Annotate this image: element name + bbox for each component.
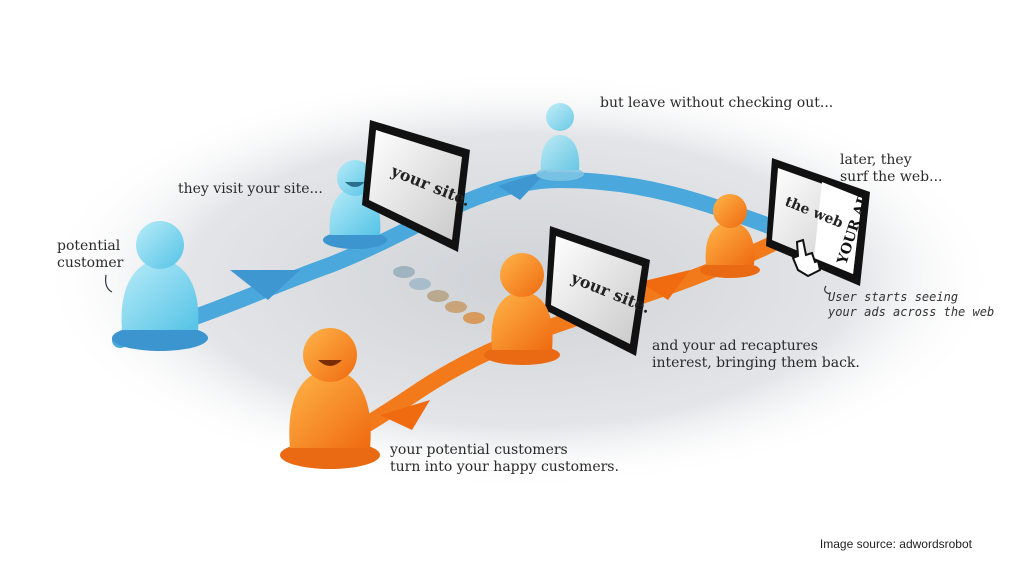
monitor-your-site-1: your site. xyxy=(362,120,473,252)
label-potential-line-1: potential xyxy=(57,238,121,254)
label-potential-line-2: customer xyxy=(57,255,124,271)
label-visit-site: they visit your site... xyxy=(178,181,323,198)
blue-arrow-1 xyxy=(230,270,300,300)
note-arrow xyxy=(824,285,831,295)
image-source-caption: Image source: adwordsrobot xyxy=(819,537,972,551)
returning-customer-figure xyxy=(484,253,560,365)
leaving-customer-figure xyxy=(536,103,584,181)
dotted-transition xyxy=(393,266,485,324)
label-surf: later, they surf the web... xyxy=(840,152,942,186)
label-leave-text: but leave without checking out... xyxy=(600,95,834,111)
label-potential-customer: potential customer xyxy=(57,238,123,272)
label-leave: but leave without checking out... xyxy=(600,95,833,112)
label-sees-line-2: your ads across the web xyxy=(828,305,995,319)
happy-customer-figure xyxy=(280,328,380,469)
orange-arrow-1 xyxy=(640,270,690,300)
blue-arrow-2 xyxy=(498,170,548,200)
monitor-your-site-2: your site. xyxy=(545,226,653,356)
hand-cursor-icon xyxy=(791,238,822,278)
hint-arrow xyxy=(105,274,113,293)
monitor-the-web: the web YOUR AD xyxy=(766,158,873,286)
label-sees-line-1: User starts seeing xyxy=(828,290,959,304)
label-happy-line-2: turn into your happy customers. xyxy=(390,459,619,475)
label-surf-line-1: later, they xyxy=(840,152,912,168)
orange-arrow-2 xyxy=(380,400,430,430)
potential-customer-figure xyxy=(112,221,208,351)
label-surf-line-2: surf the web... xyxy=(840,169,943,185)
label-user-sees-ads: User starts seeing your ads across the w… xyxy=(828,290,994,320)
label-happy-line-1: your potential customers xyxy=(390,442,568,458)
ad-viewer-figure xyxy=(700,194,760,278)
label-recapture-line-2: interest, bringing them back. xyxy=(652,355,860,371)
label-recapture-line-1: and your ad recaptures xyxy=(652,338,818,354)
label-happy: your potential customers turn into your … xyxy=(390,442,619,476)
label-visit-text: they visit your site... xyxy=(178,181,323,197)
label-recapture: and your ad recaptures interest, bringin… xyxy=(652,338,860,372)
